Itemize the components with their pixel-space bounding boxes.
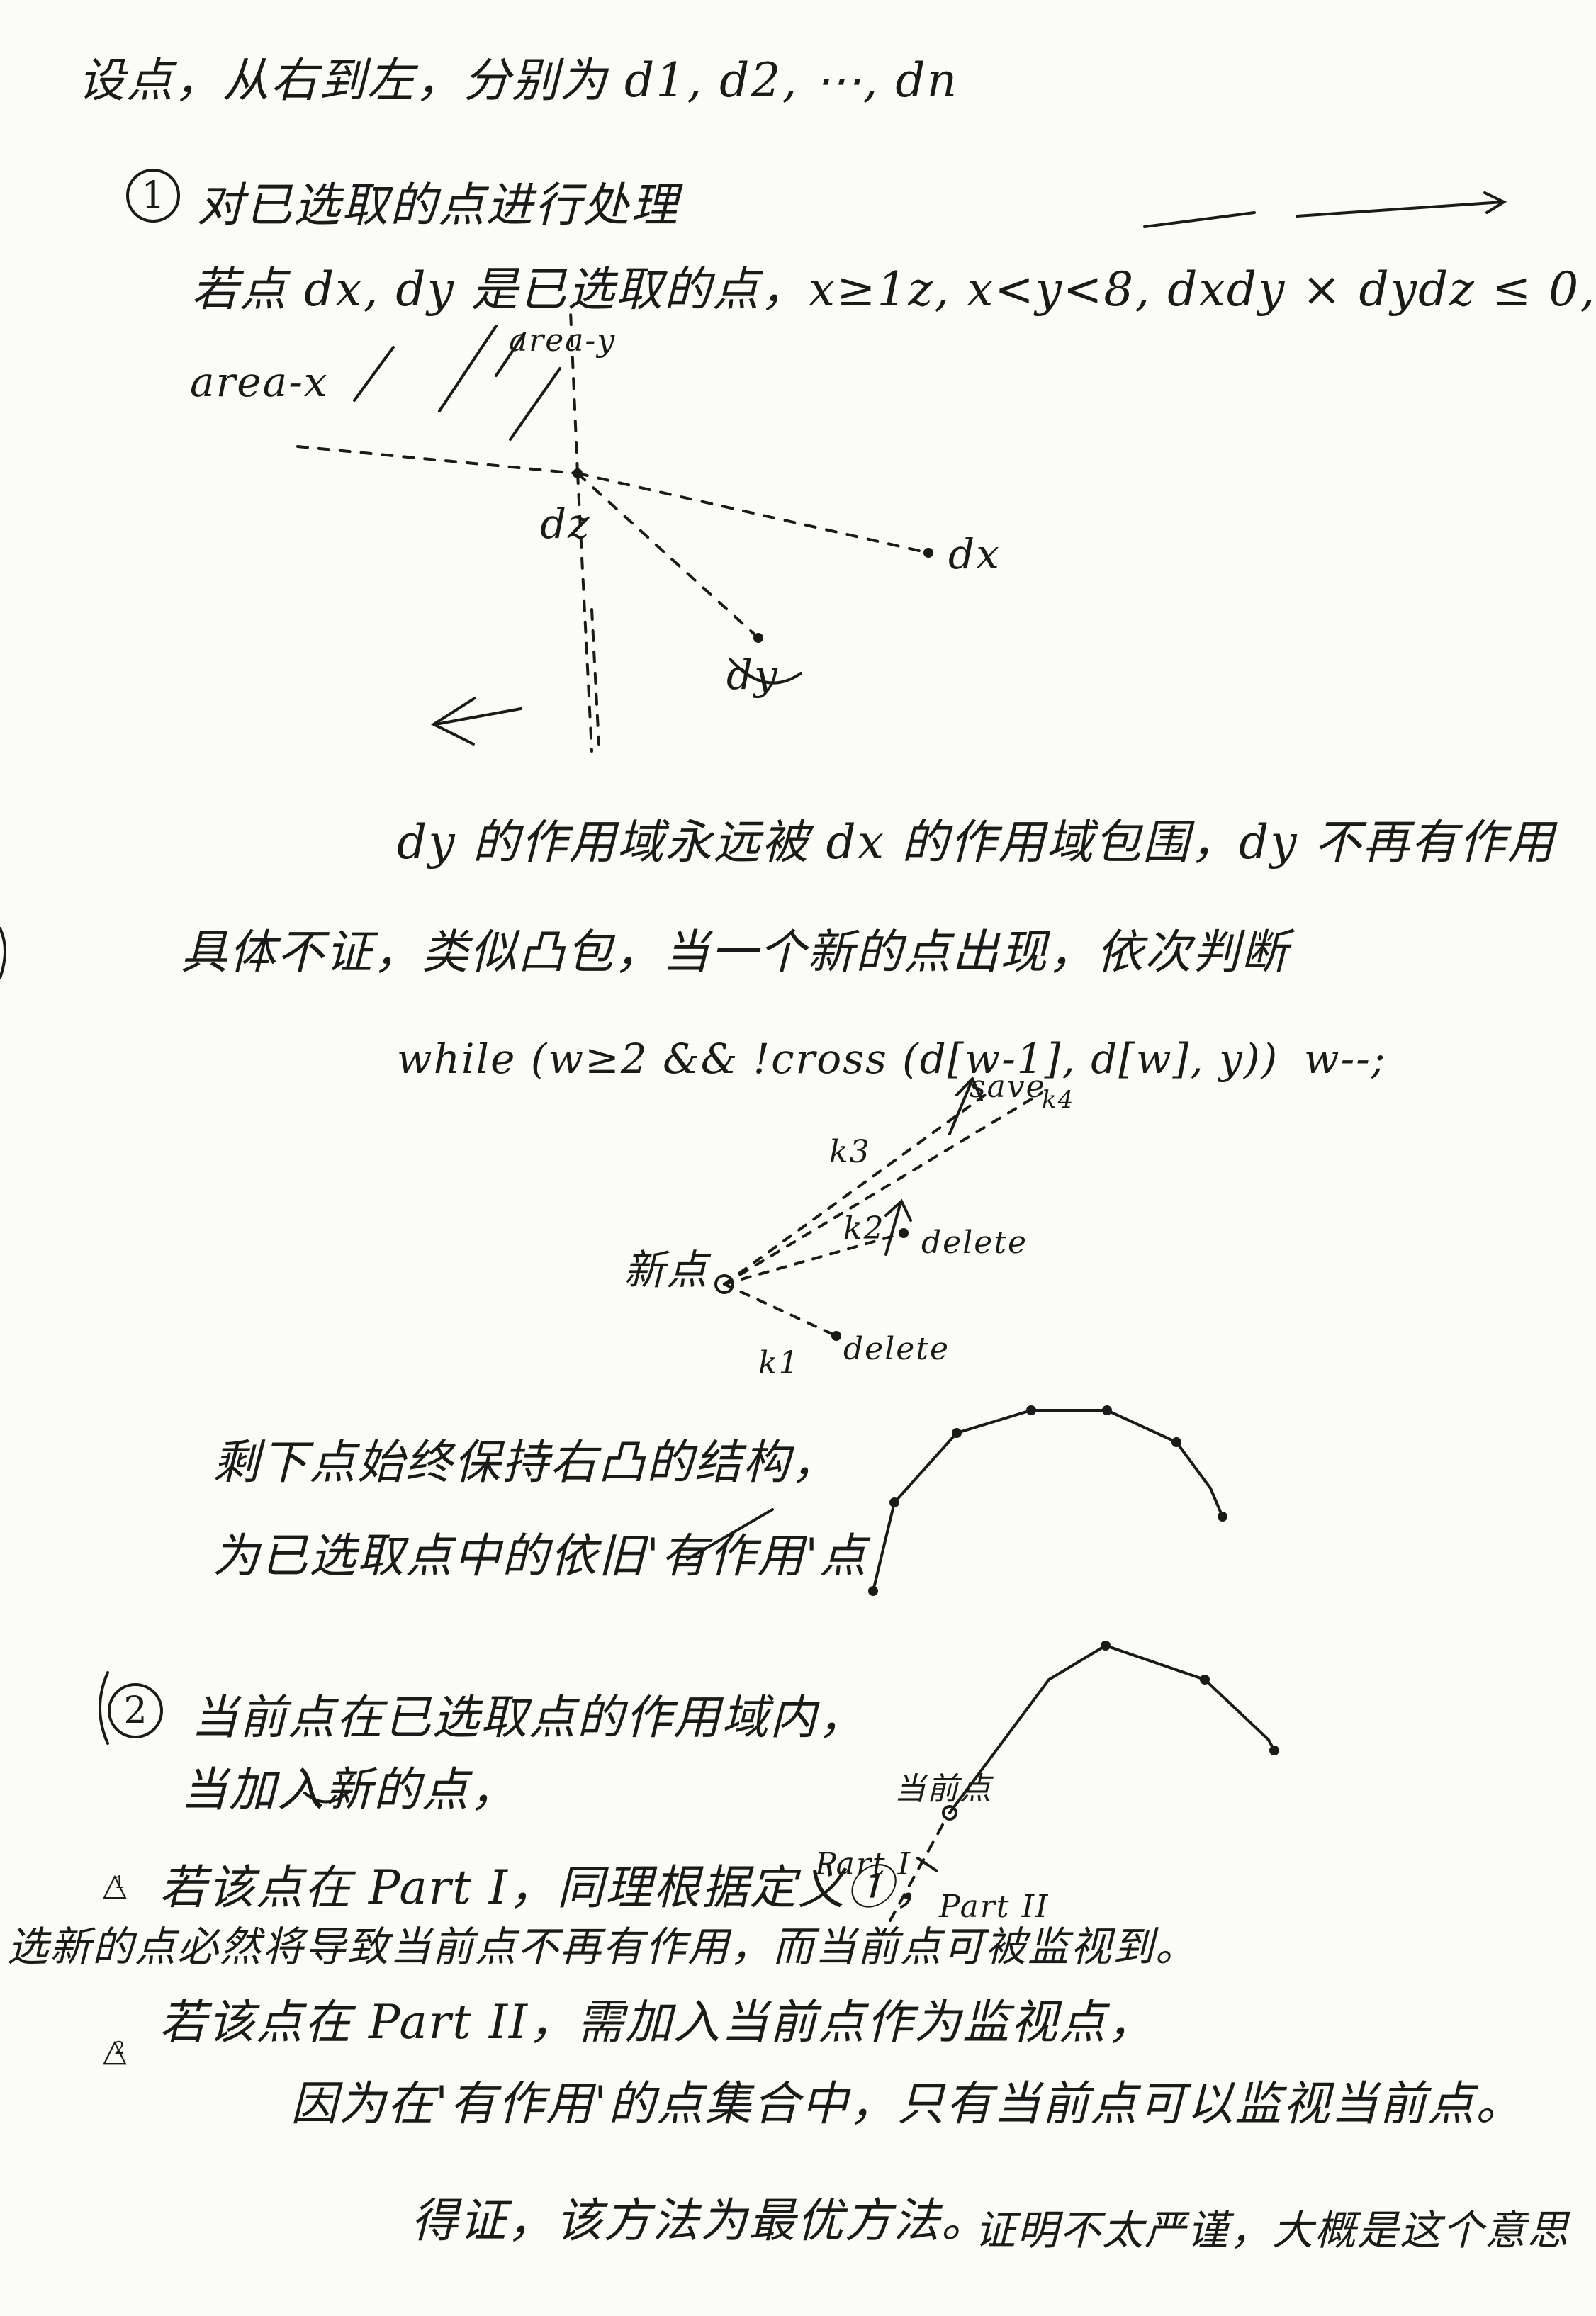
step-2-paren	[99, 1671, 109, 1745]
left-arrow-head-icon	[430, 697, 476, 746]
margin-bracket	[0, 927, 6, 979]
step-1-title: 对已选取的点进行处理	[197, 178, 679, 232]
step-2-title: 当前点在已选取点的作用域内，	[191, 1690, 866, 1745]
diagram-2-dashes	[723, 1091, 1043, 1337]
active-points-note: 为已选取点中的依旧'有作用'点	[213, 1529, 868, 1583]
dx-point	[923, 548, 933, 558]
current-point-circle	[942, 1805, 957, 1821]
dy-underline	[729, 658, 802, 685]
diagram-1-dashes	[296, 310, 930, 753]
handwritten-note-page: 设点，从右到左，分别为 d1, d2, ⋯, dn 1 对已选取的点进行处理 若…	[0, 53, 1595, 2254]
delete-label-upper: delete	[921, 1225, 1028, 1261]
delete-label-lower: delete	[843, 1331, 950, 1367]
curve-1-point-f	[1171, 1437, 1181, 1447]
area-y-label: area-y	[509, 322, 617, 359]
case-1-detail: 选新的点必然将导致当前点不再有作用，而当前点可被监视到。	[7, 1923, 1198, 1971]
curve-2-point-b	[1200, 1675, 1210, 1685]
case-2-line: 若该点在 Part II，需加入当前点作为监视点，	[159, 1995, 1155, 2050]
hatch-line-2	[438, 325, 498, 412]
up-arrow-2-head-icon	[955, 1076, 983, 1101]
add-new-point-line: 当加入新的点，	[181, 1763, 518, 1817]
decrement-code: w--;	[1304, 1035, 1387, 1083]
curve-1-point-a	[868, 1586, 878, 1596]
while-loop-code: while (w≥2 && !cross (d[w-1], d[w], y))	[397, 1035, 1279, 1083]
conclusion-line: 得证，该方法为最优方法。	[411, 2193, 989, 2248]
intro-line: 设点，从右到左，分别为 d1, d2, ⋯, dn	[78, 53, 959, 108]
vector-arrow-head-icon	[1483, 191, 1507, 214]
convex-curve-1	[872, 1409, 1224, 1592]
dz-point	[573, 468, 583, 478]
condition-line: 若点 dx, dy 是已选取的点，x≥1z, x<y<8, dxdy × dyd…	[191, 262, 1596, 317]
case-2-marker: △2	[103, 2033, 127, 2069]
curve-1-point-c	[952, 1428, 962, 1438]
vector-arrow-dydz	[1296, 201, 1504, 218]
k1-label: k1	[758, 1345, 800, 1381]
convex-hull-note: 具体不证，类似凸包，当一个新的点出现，依次判断	[181, 925, 1289, 979]
case-1-line: 若该点在 Part I，同理根据定义①，	[159, 1860, 943, 1915]
case-2-reason: 因为在'有作用'的点集合中，只有当前点可以监视当前点。	[291, 2076, 1524, 2131]
new-point-circle	[714, 1274, 734, 1294]
dx-point-label: dx	[948, 530, 1001, 578]
delete-point-lower	[831, 1331, 841, 1341]
part-2-label: Part II	[939, 1889, 1050, 1925]
k4-label: k4	[1042, 1086, 1075, 1114]
sketches	[0, 191, 1507, 1936]
step-1-marker: 1	[126, 169, 180, 223]
curve-2-point-a	[1101, 1641, 1111, 1651]
curve-2-point-c	[1269, 1746, 1279, 1755]
remaining-structure-note: 剩下点始终保持右凸的结构，	[213, 1435, 839, 1490]
insert-mark	[303, 1792, 349, 1804]
step-2-marker: 2	[108, 1683, 163, 1738]
k3-label: k3	[829, 1134, 871, 1170]
delete-point-upper	[899, 1228, 909, 1238]
vector-arrow-dxdy	[1143, 211, 1256, 228]
diagram-points	[573, 468, 1279, 1821]
curve-1-point-b	[889, 1497, 899, 1507]
scope-statement: dy 的作用域永远被 dx 的作用域包围，dy 不再有作用	[397, 815, 1556, 870]
area-x-label: area-x	[190, 358, 329, 406]
part-divider	[881, 1823, 944, 1936]
case-1-marker: △1	[103, 1867, 127, 1903]
hatch-line-3	[509, 367, 561, 441]
left-arrow-line	[434, 707, 522, 726]
up-arrow-1-head-icon	[884, 1198, 912, 1222]
new-point-label: 新点	[624, 1246, 709, 1294]
dy-point-label: dy	[726, 651, 779, 699]
curve-1-point-e	[1102, 1405, 1112, 1415]
hatch-line-4	[495, 332, 526, 377]
part-1-label: Part I	[815, 1846, 911, 1882]
dy-point	[753, 633, 763, 643]
curve-1-point-d	[1026, 1405, 1036, 1415]
part-divider-tick	[916, 1857, 938, 1872]
up-arrow-1	[884, 1203, 901, 1256]
emphasis-stroke	[686, 1508, 774, 1561]
hatch-line-1	[353, 346, 395, 402]
k2-label: k2	[843, 1210, 885, 1247]
rigor-disclaimer: 证明不太严谨，大概是这个意思	[974, 2206, 1570, 2254]
up-arrow-2	[948, 1081, 972, 1135]
curve-1-point-g	[1218, 1512, 1227, 1522]
convex-curve-2	[948, 1643, 1276, 1814]
